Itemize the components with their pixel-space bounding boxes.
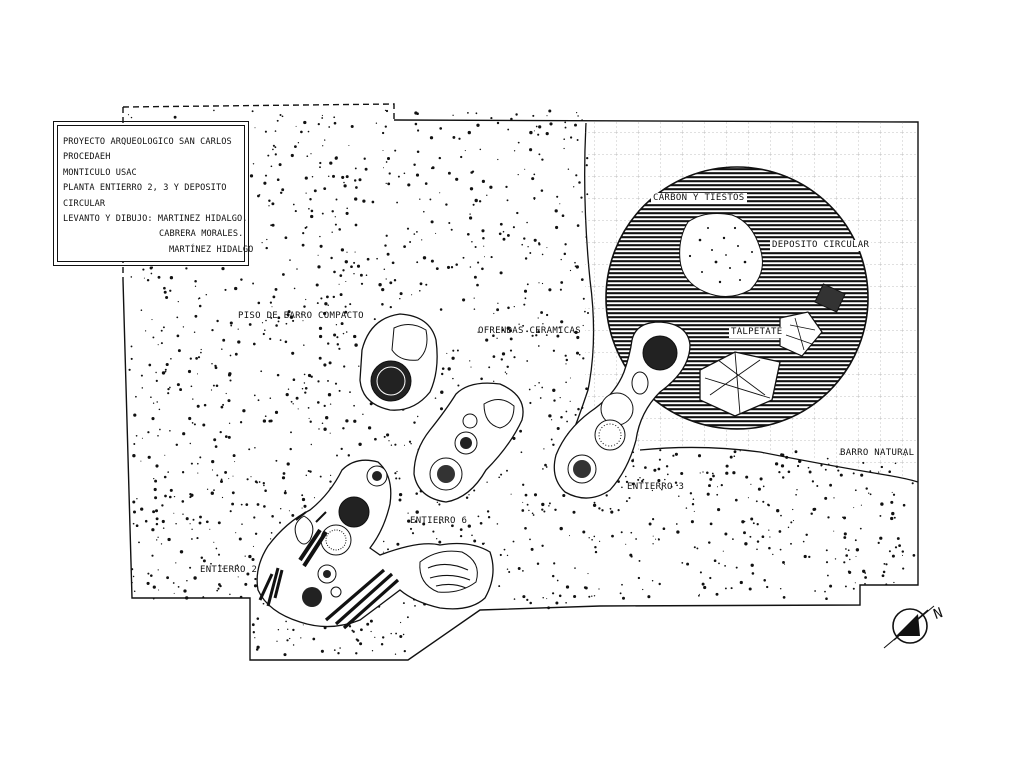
label-entierro-6: ENTIERRO 6 — [410, 516, 468, 526]
stone-1 — [814, 283, 846, 313]
charcoal-sherds-deposit — [679, 213, 763, 297]
label-entierro-3: ENTIERRO 3 — [627, 482, 685, 492]
ceramic-offering-group-1 — [359, 313, 438, 411]
label-deposito-circular: DEPOSITO CIRCULAR — [770, 240, 872, 251]
title-line-3: MONTICULO USAC — [63, 167, 137, 178]
label-carbon-tiestos: CARBON Y TIESTOS — [651, 193, 747, 204]
label-talpetate: TALPETATE — [729, 327, 785, 338]
burial-2 — [256, 459, 494, 630]
north-arrow-icon — [883, 605, 935, 649]
title-line-5: CIRCULAR — [63, 198, 106, 209]
label-ofrendas-ceramicas: OFRENDAS CERAMICAS — [478, 326, 581, 336]
title-line-6: LEVANTO Y DIBUJO: MARTINEZ HIDALGO. — [63, 214, 248, 225]
label-piso-barro-compacto: PISO DE BARRO COMPACTO — [238, 311, 364, 321]
burial-6 — [413, 382, 524, 503]
natural-clay-lower-boundary — [639, 446, 919, 483]
title-line-7: CABRERA MORALES. — [159, 229, 244, 240]
title-block: PROYECTO ARQUEOLOGICO SAN CARLOS PROCEDA… — [53, 121, 254, 266]
title-line-4: PLANTA ENTIERRO 2, 3 Y DEPOSITO — [63, 183, 227, 194]
title-line-8: MARTÍNEZ HIDALGO — [169, 244, 254, 255]
label-entierro-2: ENTIERRO 2 — [200, 565, 258, 575]
burial-3 — [553, 321, 691, 499]
title-line-1: PROYECTO ARQUEOLOGICO SAN CARLOS — [63, 137, 232, 147]
label-barro-natural: BARRO NATURAL — [840, 448, 915, 458]
charcoal-sherds-stipple — [688, 226, 753, 284]
title-line-2: PROCEDAEH — [63, 152, 111, 163]
